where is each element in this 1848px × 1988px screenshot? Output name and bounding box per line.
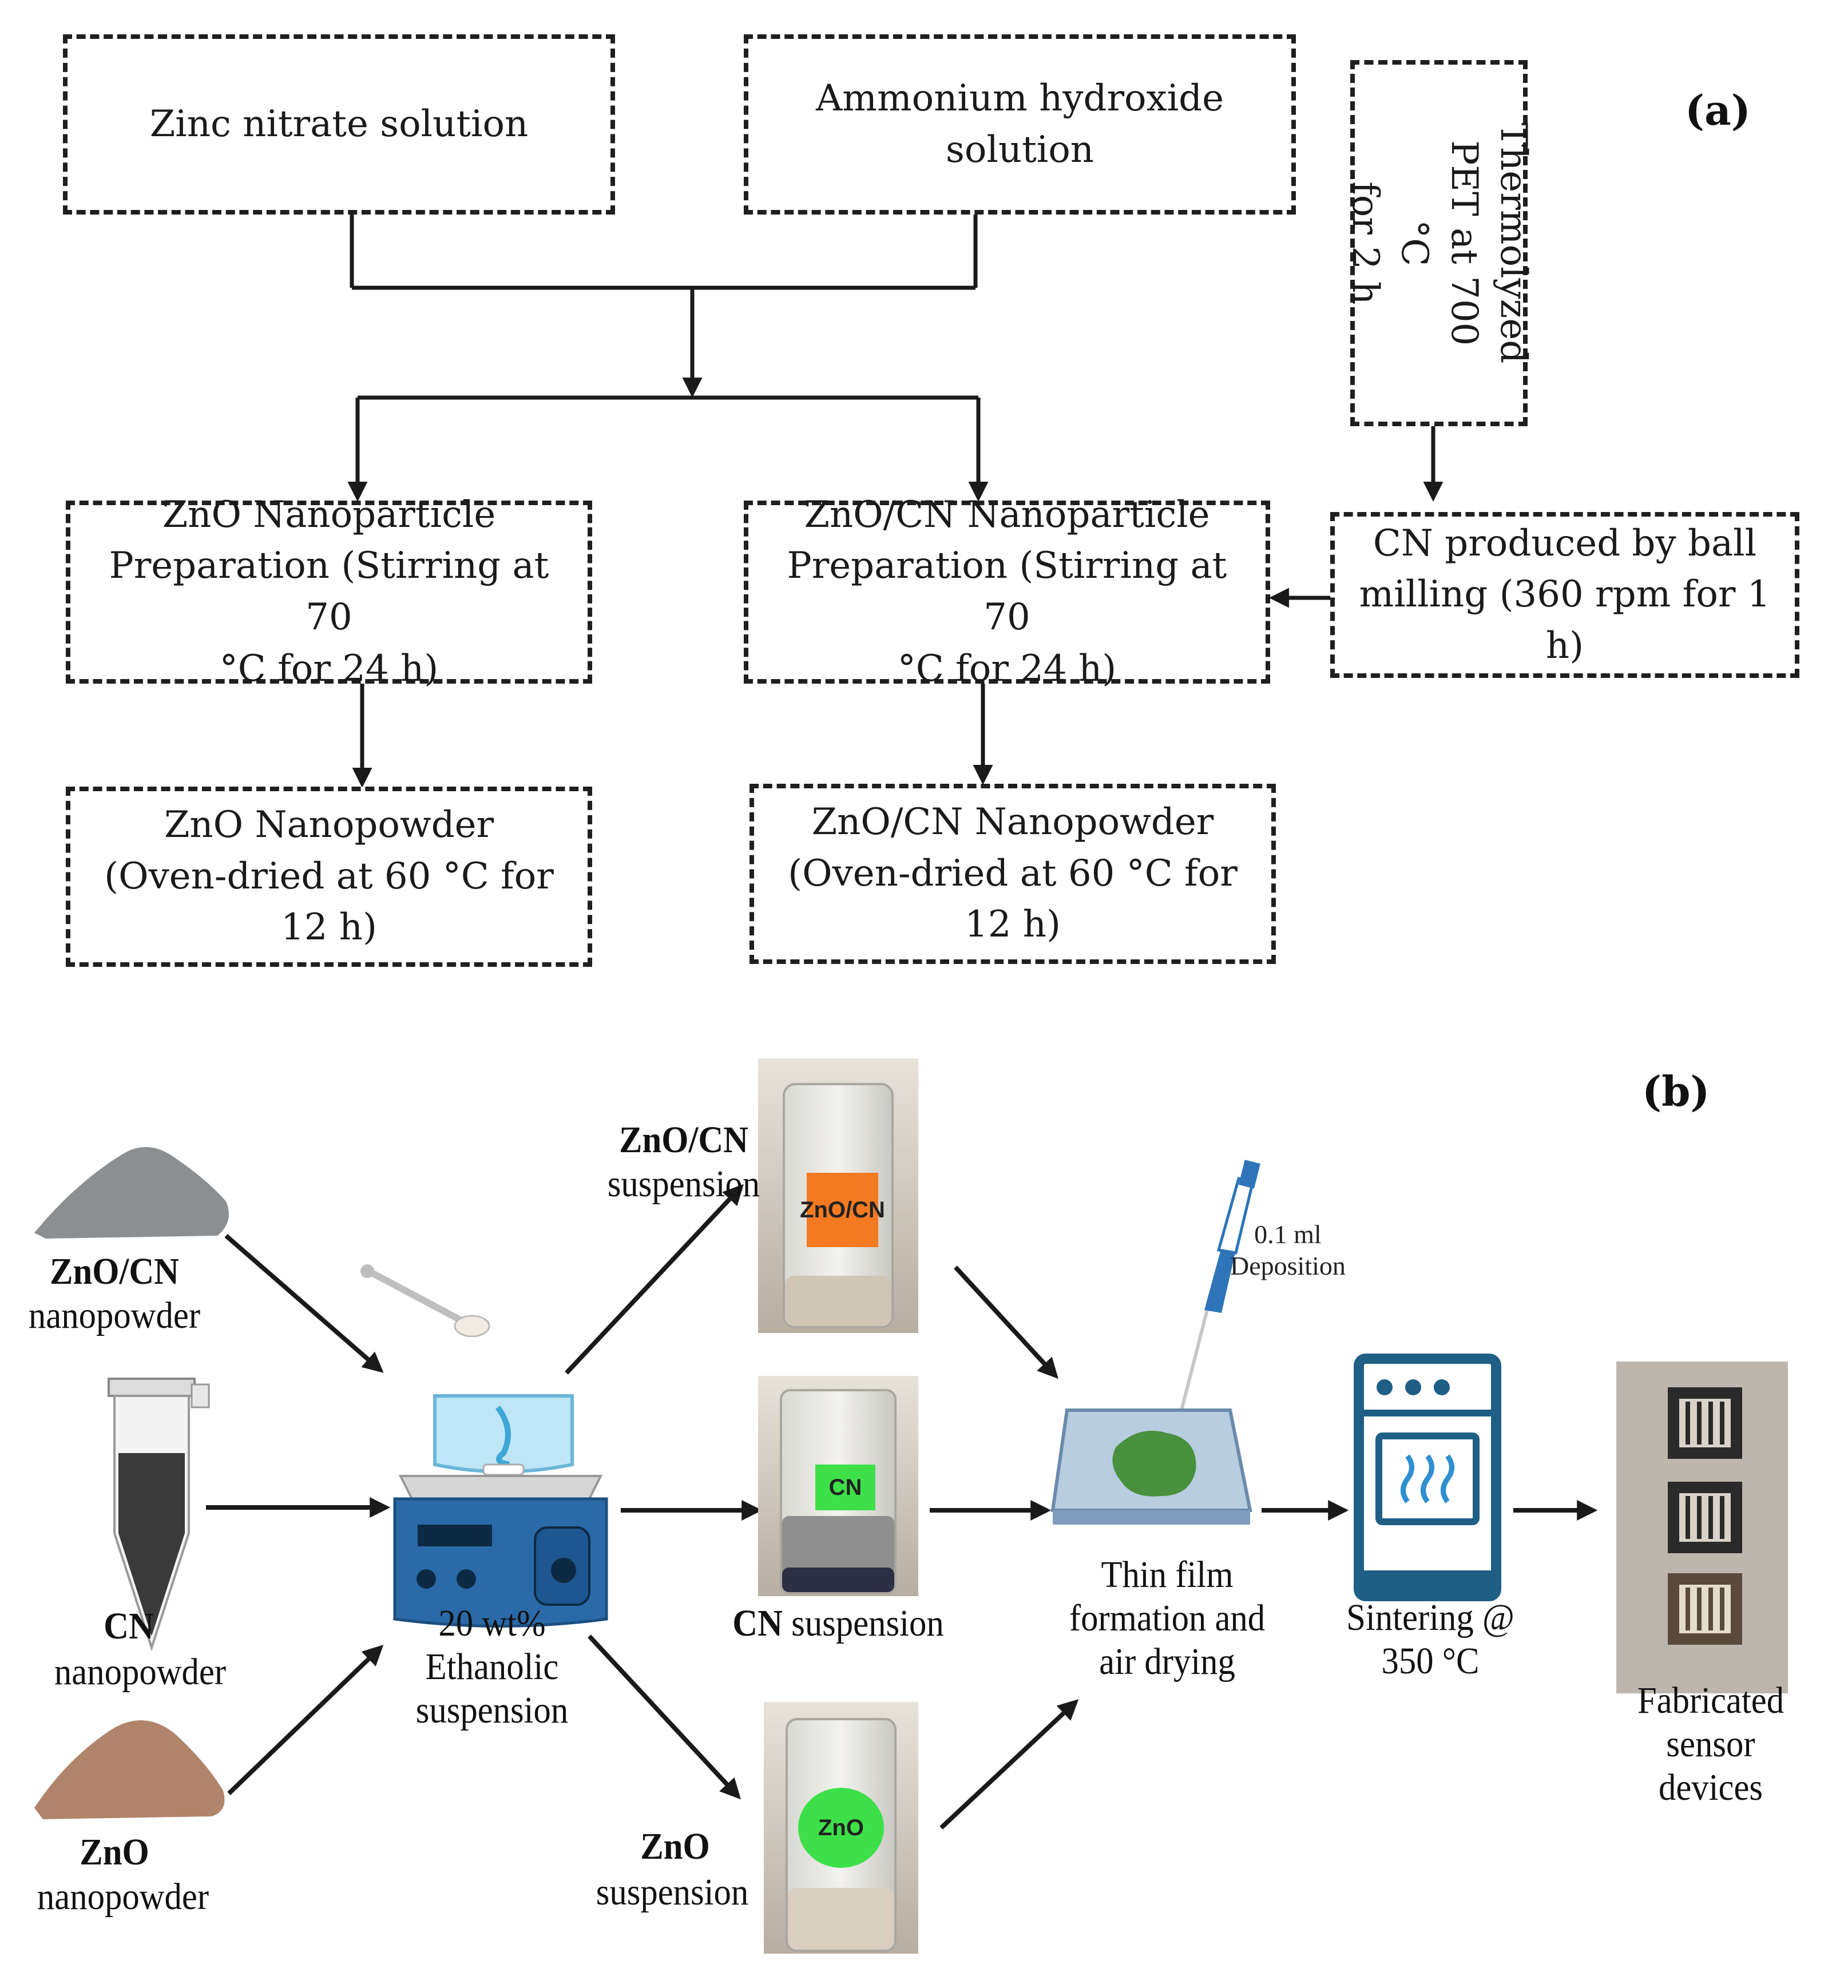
zno-nanopowder-box: ZnO Nanopowder (Oven-dried at 60 °C for … <box>66 787 592 967</box>
pipette-icon <box>1180 1160 1260 1411</box>
zno-powder-pile-icon <box>34 1720 225 1819</box>
cn-suspension-caption: CN suspension <box>732 1602 943 1645</box>
magnetic-stirrer-icon <box>393 1394 608 1628</box>
zno-cn-powder-pile-icon <box>34 1147 229 1239</box>
zno-cn-suspension-caption: suspension <box>607 1163 760 1205</box>
arrow-zno-vial-to-film <box>939 1699 1079 1830</box>
zno-nanoparticle-box: ZnO Nanoparticle Preparation (Stirring a… <box>66 494 592 690</box>
cn-powder-label: CN <box>104 1605 154 1647</box>
zno-cn-nanopowder-box: ZnO/CN Nanopowder (Oven-dried at 60 °C f… <box>749 784 1276 964</box>
zno-suspension-label: ZnO <box>640 1826 710 1867</box>
panel-b-label: (b) <box>1642 1067 1710 1116</box>
zno-cn-suspension-label: ZnO/CN <box>618 1119 749 1161</box>
sensor-devices-photo <box>1616 1362 1788 1693</box>
arrow-stirrer-to-zno-cn-vial <box>565 1184 744 1375</box>
arrow-zno-to-stirrer <box>227 1645 384 1795</box>
thin-film-caption: Thin film formation and air drying <box>1069 1554 1266 1683</box>
cn-ball-milling-box: CN produced by ball milling (360 rpm for… <box>1330 512 1799 678</box>
vial-label-zno: ZnO <box>818 1815 864 1840</box>
deposition-caption: 0.1 ml Deposition <box>1230 1220 1346 1281</box>
sensor-device-1 <box>1668 1387 1742 1459</box>
zinc-nitrate-text: Zinc nitrate solution <box>149 102 529 145</box>
panel-a-connectors <box>347 215 1443 788</box>
zno-cn-nanoparticle-box: ZnO/CN Nanoparticle Preparation (Stirrin… <box>744 494 1270 690</box>
zno-vial-photo <box>764 1702 918 1954</box>
vial-label-zno-cn: ZnO/CN <box>800 1197 885 1223</box>
panel-b-illustration <box>34 1058 1788 1954</box>
zno-cn-powder-label: ZnO/CN <box>49 1251 180 1292</box>
spatula-icon <box>360 1264 490 1338</box>
ammonium-hydroxide-text: Ammonium hydroxide solution <box>816 77 1224 171</box>
cn-ball-milling-text: CN produced by ball milling (360 rpm for… <box>1359 522 1771 667</box>
vial-label-cn: CN <box>828 1474 862 1500</box>
zno-cn-vial-photo <box>758 1058 918 1333</box>
cn-suspension-text: suspension <box>783 1602 944 1644</box>
cn-powder-caption: nanopowder <box>54 1651 227 1693</box>
thermolyzed-pet-text: Thermolyzed PET at 700 °C for 2 h <box>1343 122 1534 364</box>
sintering-caption: Sintering @ 350 °C <box>1346 1597 1514 1682</box>
arrow-stirrer-to-zno-vial <box>588 1634 741 1800</box>
zno-cn-nanoparticle-text: ZnO/CN Nanoparticle Preparation (Stirrin… <box>787 493 1227 690</box>
sensor-device-3 <box>1668 1573 1742 1645</box>
ethanolic-suspension-caption: 20 wt% Ethanolic suspension <box>415 1602 569 1731</box>
zno-nanopowder-text: ZnO Nanopowder (Oven-dried at 60 °C for … <box>104 804 554 949</box>
zno-nanoparticle-text: ZnO Nanoparticle Preparation (Stirring a… <box>109 493 549 690</box>
arrow-zno-cn-to-stirrer <box>224 1233 384 1373</box>
ammonium-hydroxide-box: Ammonium hydroxide solution <box>744 34 1296 215</box>
cn-vial-photo <box>758 1376 918 1596</box>
thermolyzed-pet-box: Thermolyzed PET at 700 °C for 2 h <box>1344 60 1534 426</box>
zno-powder-label: ZnO <box>80 1831 149 1873</box>
panel-a-label: (a) <box>1685 86 1751 134</box>
zno-powder-caption: nanopowder <box>37 1876 209 1918</box>
cn-suspension-label: CN <box>732 1602 783 1644</box>
zno-cn-nanopowder-text: ZnO/CN Nanopowder (Oven-dried at 60 °C f… <box>788 801 1238 946</box>
thin-film-tray-icon <box>1050 1408 1252 1525</box>
fabricated-sensors-caption: Fabricated sensor devices <box>1637 1680 1784 1808</box>
arrow-zno-cn-vial-to-film <box>954 1265 1058 1379</box>
zno-suspension-caption: suspension <box>596 1871 749 1913</box>
zinc-nitrate-box: Zinc nitrate solution <box>63 34 615 215</box>
zno-cn-powder-caption: nanopowder <box>28 1295 201 1336</box>
sensor-device-2 <box>1668 1482 1742 1553</box>
cn-tube-icon <box>108 1378 210 1652</box>
oven-icon <box>1354 1354 1501 1601</box>
